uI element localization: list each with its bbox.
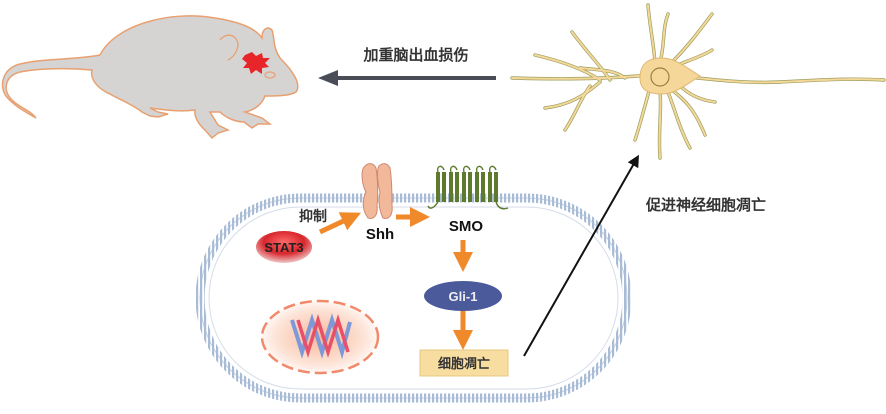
smo-receptor-icon (427, 165, 509, 210)
mouse-illustration (1, 15, 299, 140)
inhibit-label: 抑制 (299, 208, 327, 225)
stat3-to-shh-arrow (318, 212, 362, 235)
nucleus-dna-icon (260, 299, 380, 375)
aggravate-arrow (318, 70, 496, 86)
stat3-label: STAT3 (264, 240, 303, 255)
neuron-illustration (510, 3, 886, 160)
apoptosis-box (419, 349, 509, 377)
cell-membrane (195, 193, 632, 403)
neuron-nucleus (650, 67, 670, 87)
shh-label: Shh (366, 226, 394, 243)
promote-apoptosis-label: 促进神经细胞凋亡 (645, 196, 766, 214)
shh-receptor-icon (361, 163, 393, 219)
neuron-soma (639, 57, 701, 95)
mouse-body (1, 15, 299, 140)
arrow-left-icon (318, 70, 338, 86)
mouse-eye (264, 71, 276, 79)
promote-apoptosis-arrow (523, 154, 639, 357)
mouse-ear (219, 34, 239, 61)
gli1-node (424, 281, 502, 311)
stat3-node (256, 231, 312, 263)
apoptosis-label: 细胞凋亡 (438, 356, 490, 372)
gli1-label: Gli-1 (449, 289, 478, 304)
smo-label: SMO (449, 218, 484, 235)
aggravate-label: 加重脑出血损伤 (362, 46, 468, 64)
brain-hemorrhage-lesion-icon (242, 52, 270, 74)
